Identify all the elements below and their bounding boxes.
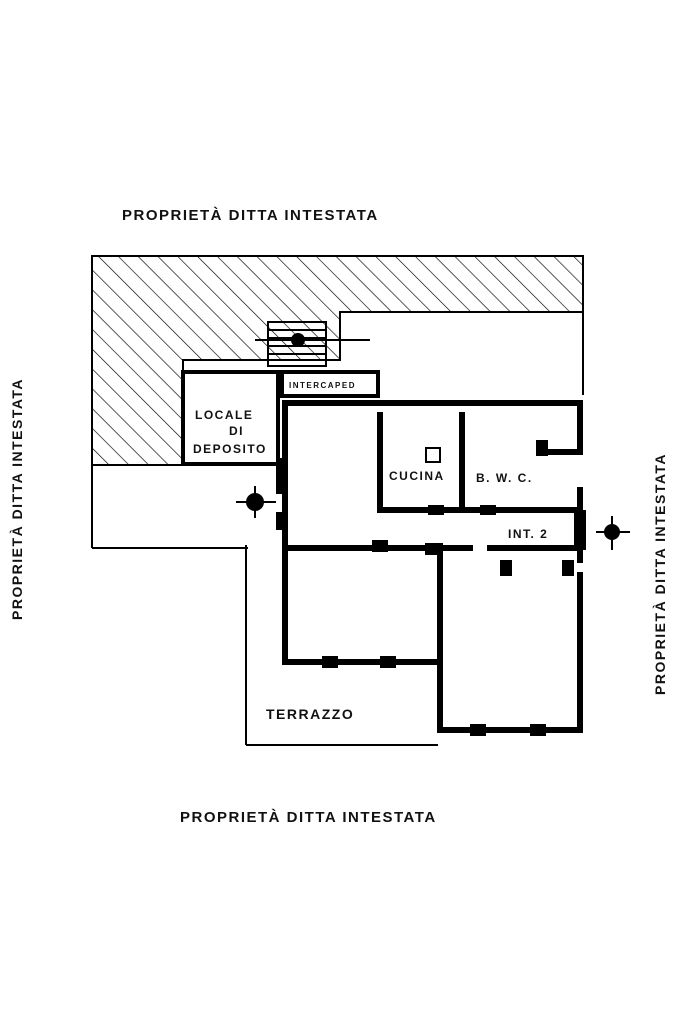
label-top-property: PROPRIETÀ DITTA INTESTATA <box>122 207 379 224</box>
room-label-deposit-3: DEPOSITO <box>193 442 267 456</box>
staircase <box>255 321 370 367</box>
label-right-property: PROPRIETÀ DITTA INTESTATA <box>652 453 668 695</box>
room-label-terrace: TERRAZZO <box>266 706 354 722</box>
room-label-wc: B. W. C. <box>476 471 533 485</box>
room-label-kitchen: CUCINA <box>389 469 445 483</box>
kitchen-fixture-icon <box>425 447 441 463</box>
hatched-area <box>91 255 584 466</box>
room-label-interspace: INTERCAPED <box>289 381 356 390</box>
interspace-walls <box>280 370 380 398</box>
deposit-room-walls <box>181 370 280 466</box>
apartment-exterior-walls <box>282 400 583 733</box>
room-label-apartment: INT. 2 <box>508 527 548 541</box>
compass-arrow-icon <box>596 516 630 550</box>
opening-marks <box>276 440 586 736</box>
label-bottom-property: PROPRIETÀ DITTA INTESTATA <box>180 809 437 826</box>
label-left-property: PROPRIETÀ DITTA INTESTATA <box>9 378 25 620</box>
entrance-arrow-icon <box>236 486 276 518</box>
room-label-deposit-2: DI <box>229 424 244 438</box>
room-label-deposit-1: LOCALE <box>195 408 253 422</box>
